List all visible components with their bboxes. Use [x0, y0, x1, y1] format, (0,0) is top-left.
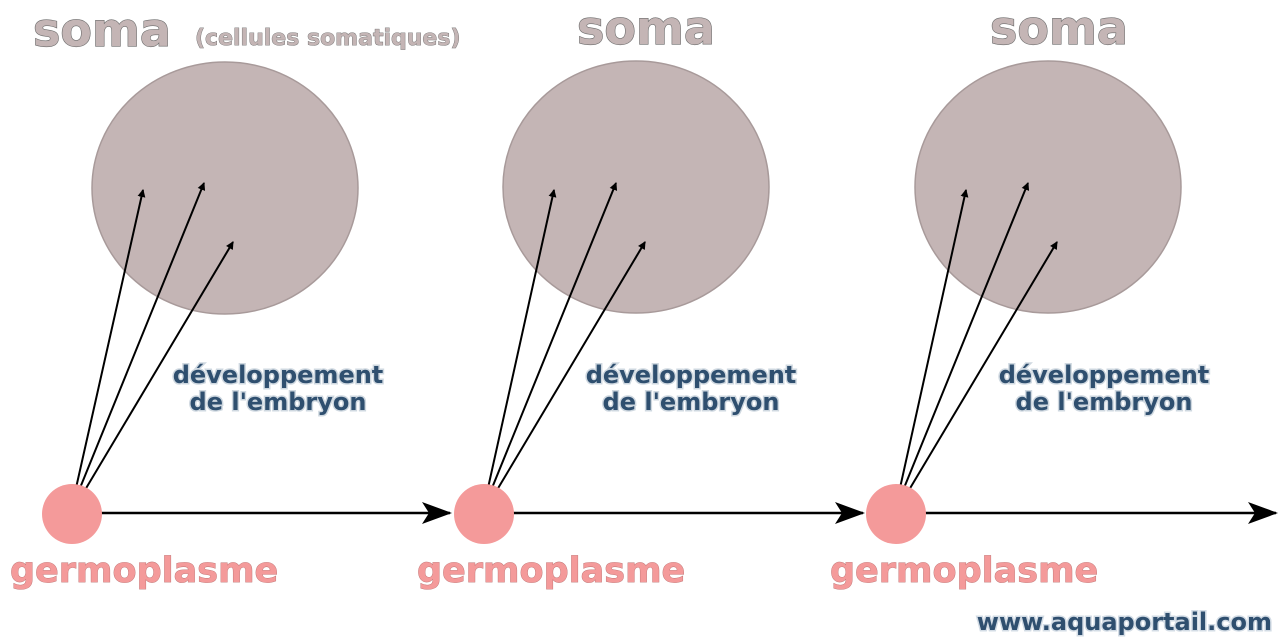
germ-label: germoplasme: [10, 551, 278, 591]
development-label-line1: développement: [173, 361, 384, 389]
development-arrow: [899, 189, 969, 489]
germ-label: germoplasme: [417, 551, 685, 591]
development-label-line2: de l'embryon: [1016, 388, 1193, 416]
germ-cell-circle: [42, 484, 102, 544]
soma-cell-circle: [914, 60, 1182, 314]
soma-label: soma: [33, 3, 171, 57]
germ-cell-circle: [454, 484, 514, 544]
soma-cell-circle: [91, 61, 359, 315]
generation-3: soma développement de l'embryon germopla…: [830, 0, 1278, 591]
site-watermark: www.aquaportail.com: [977, 608, 1272, 636]
development-arrow: [84, 241, 234, 491]
soma-label: soma: [577, 1, 715, 55]
development-arrow: [491, 182, 618, 489]
development-label-line2: de l'embryon: [190, 388, 367, 416]
development-arrow: [75, 189, 146, 489]
development-label-line1: développement: [999, 361, 1210, 389]
soma-sublabel: (cellules somatiques): [195, 26, 461, 51]
germ-label: germoplasme: [830, 551, 1098, 591]
development-arrow: [903, 182, 1030, 489]
soma-cell-circle: [502, 60, 770, 314]
development-arrow: [487, 189, 557, 489]
development-arrow: [908, 241, 1058, 491]
germ-cell-circle: [866, 484, 926, 544]
development-arrow: [79, 182, 206, 489]
generation-1: soma (cellules somatiques) développement…: [10, 2, 461, 591]
soma-label: soma: [990, 1, 1128, 55]
development-arrow: [496, 241, 646, 491]
development-label-line1: développement: [586, 361, 797, 389]
generation-2: soma développement de l'embryon germopla…: [417, 0, 865, 591]
development-label-line2: de l'embryon: [603, 388, 780, 416]
